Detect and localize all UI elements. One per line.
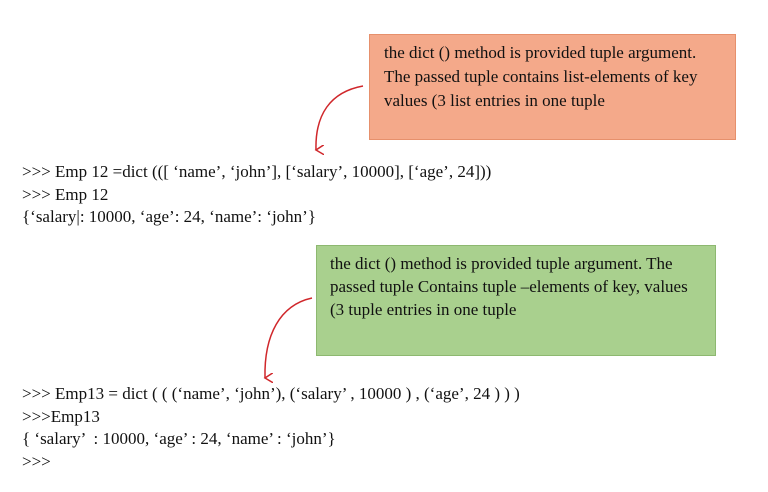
code-block-tuple-example: >>> Emp13 = dict ( ( (‘name’, ‘john’), (… xyxy=(22,383,520,473)
code-line: >>> Emp 12 =dict (([ ‘name’, ‘john’], [‘… xyxy=(22,162,492,181)
code-line: { ‘salary’ : 10000, ‘age’ : 24, ‘name’ :… xyxy=(22,429,336,448)
code-line: >>> Emp13 = dict ( ( (‘name’, ‘john’), (… xyxy=(22,384,520,403)
annotation-box-tuple-tuple: the dict () method is provided tuple arg… xyxy=(316,245,716,356)
arrow-orange-callout xyxy=(316,85,364,150)
arrow-green-callout xyxy=(265,297,313,378)
code-block-list-example: >>> Emp 12 =dict (([ ‘name’, ‘john’], [‘… xyxy=(22,161,491,229)
code-line: >>> Emp 12 xyxy=(22,184,109,204)
annotation-box-list-tuple: the dict () method is provided tuple arg… xyxy=(369,34,736,140)
code-line: >>>Emp13 xyxy=(22,406,100,426)
code-line: >>> xyxy=(22,451,51,471)
code-line: {‘salary|: 10000, ‘age’: 24, ‘name’: ‘jo… xyxy=(22,207,316,226)
